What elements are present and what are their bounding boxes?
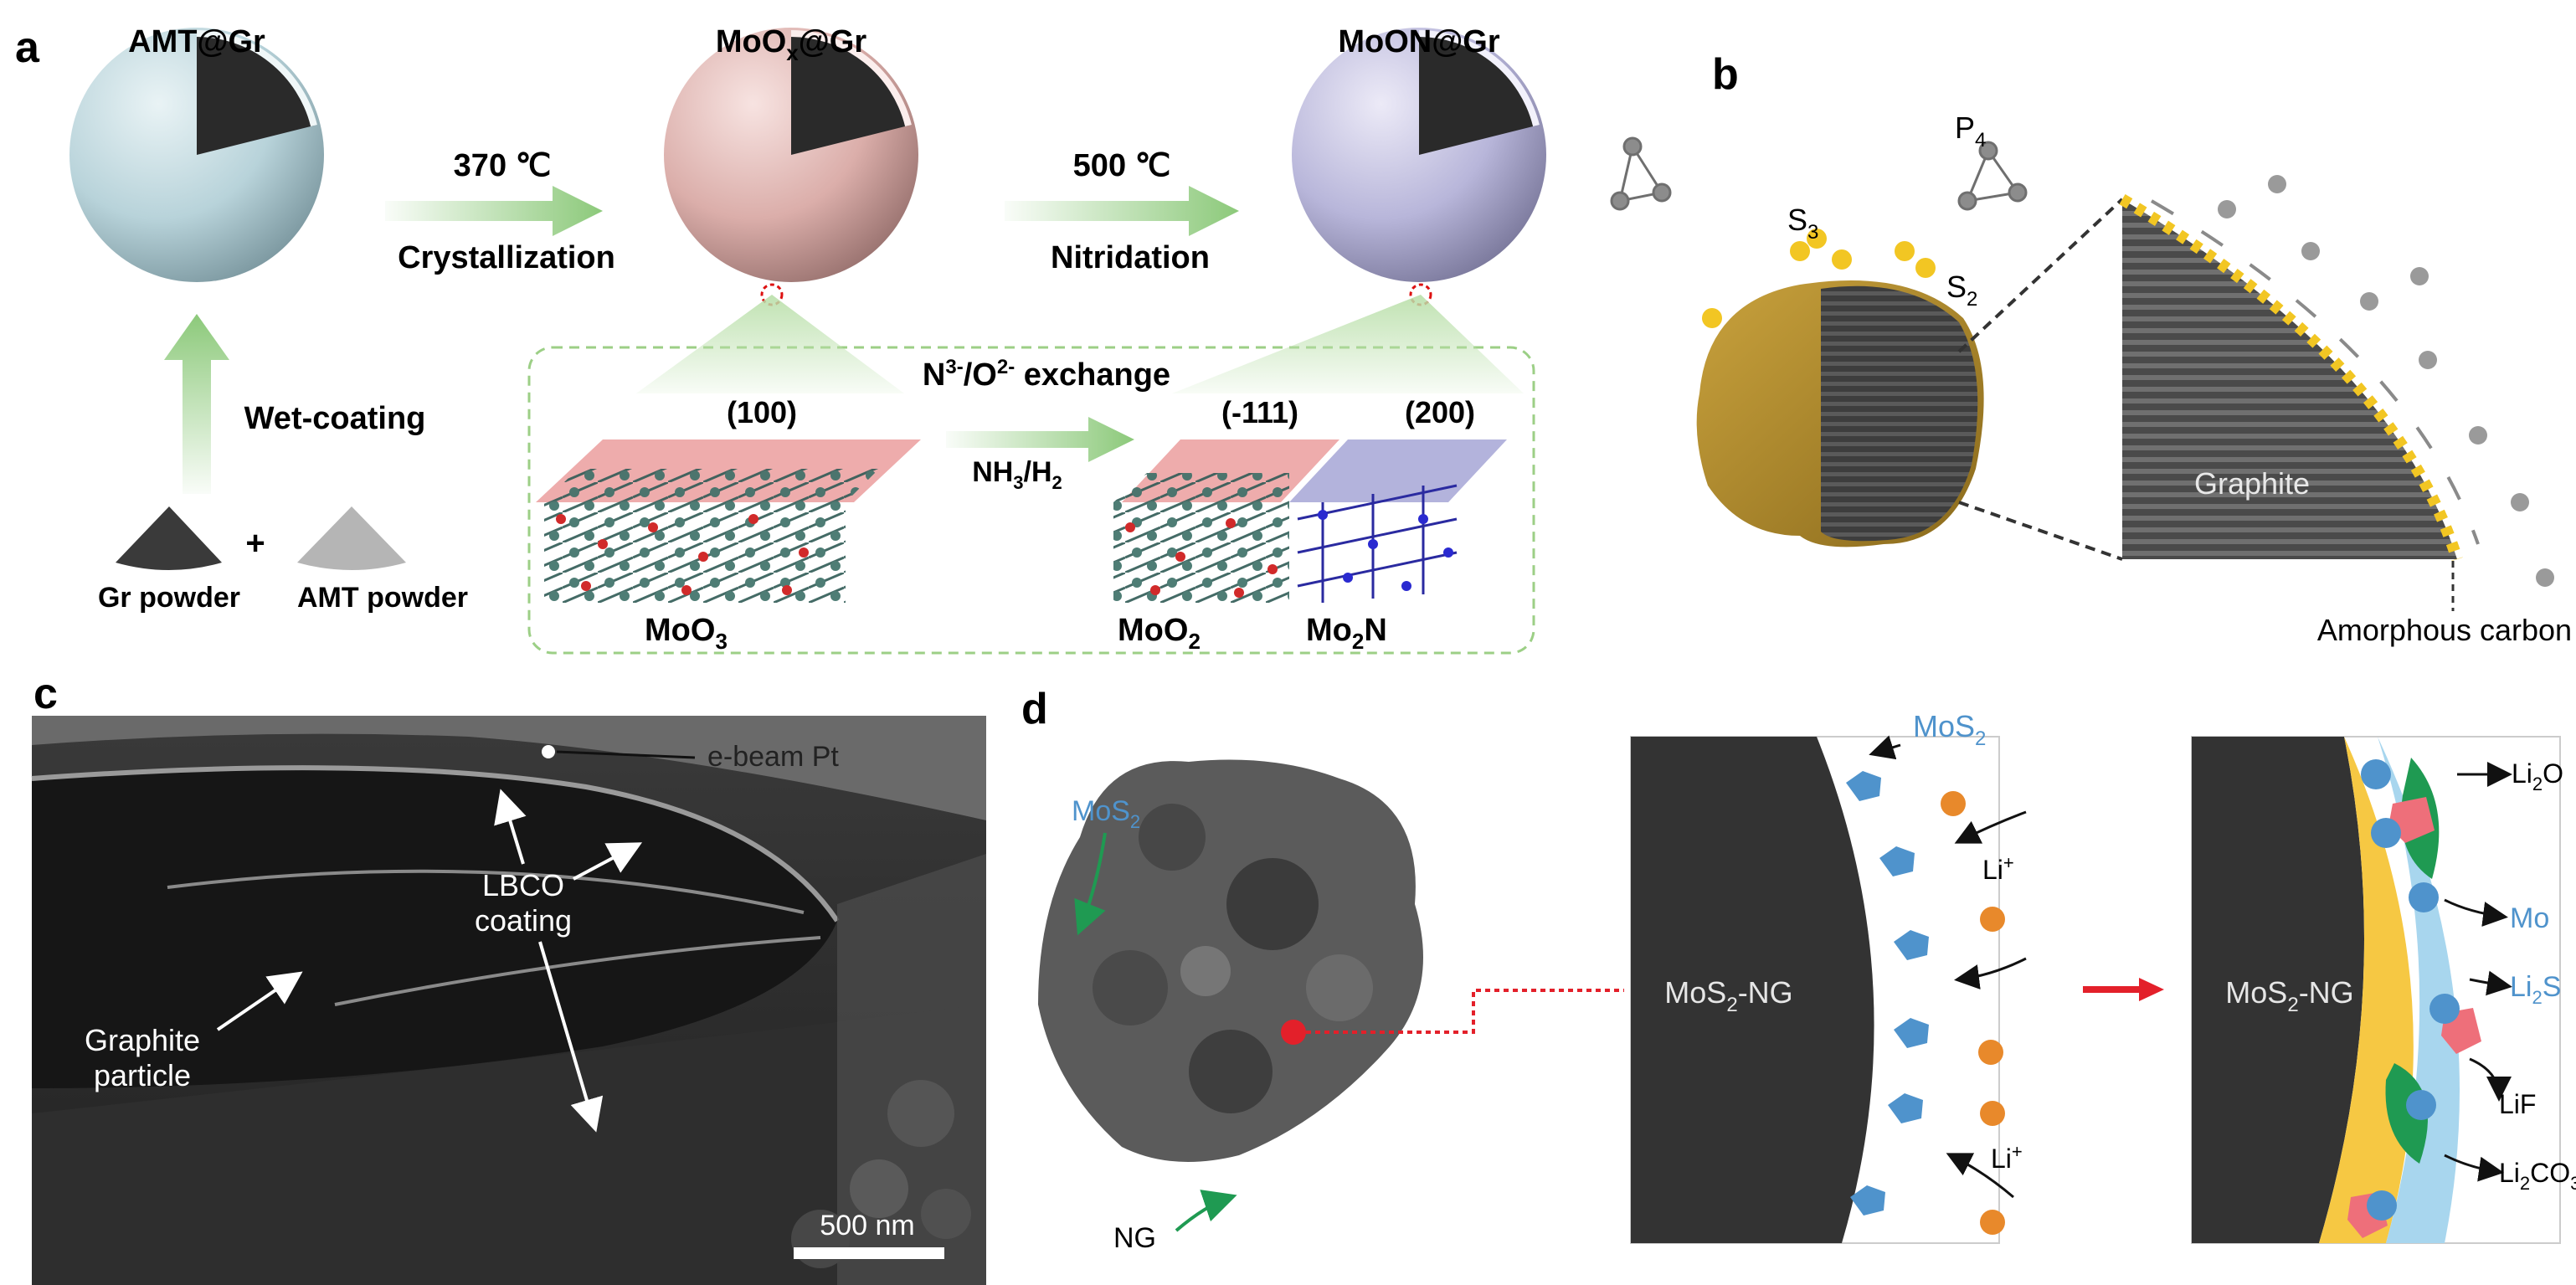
graphite-label: Graphite (2194, 466, 2310, 501)
mos2-left-label: MoS2 (1072, 795, 1140, 832)
moo2-lattice (1113, 439, 1339, 603)
panel-d-letter: d (1021, 685, 1048, 733)
li2o-label: Li2O (2512, 758, 2563, 794)
arrow-crystallization (385, 186, 603, 236)
step1-label: Crystallization (398, 240, 615, 275)
gr-powder-label: Gr powder (98, 582, 240, 614)
panel-a-letter: a (15, 23, 40, 72)
scale-bar-label: 500 nm (820, 1210, 914, 1241)
zoom-beam-2 (1172, 295, 1524, 393)
mos2ng-label-1: MoS2-NG (1664, 975, 1792, 1016)
mo-label: Mo (2510, 902, 2549, 934)
step1-temp: 370 ℃ (454, 148, 552, 183)
panel-c-letter: c (33, 670, 58, 718)
sphere-amt-gr (69, 28, 324, 282)
lif-label: LiF (2499, 1089, 2536, 1119)
moo2-label: MoO2 (1118, 613, 1201, 654)
lbco-arrow-1 (494, 789, 527, 865)
scale-bar (794, 1247, 944, 1259)
ng-pointer (1175, 1190, 1237, 1232)
li-ion-label-1: Li+ (1982, 852, 2014, 885)
stage1-label: AMT@Gr (128, 24, 265, 59)
graphite-wedge (2119, 175, 2554, 587)
p4-label: P4 (1955, 111, 1986, 152)
mos2-pointer (1074, 832, 1107, 936)
mo2n-lattice (1289, 439, 1507, 603)
moo3-label: MoO3 (645, 613, 728, 654)
li2co3-label: Li2CO3 (2499, 1158, 2576, 1194)
li2s-label: Li2S (2510, 971, 2561, 1008)
interface-before (1630, 736, 2027, 1244)
zoom-line-top (1957, 198, 2124, 353)
amt-powder-label: AMT powder (297, 582, 468, 614)
arrow-exchange (946, 417, 1134, 462)
reagent-label: NH3/H2 (972, 456, 1062, 493)
zoom-connector (1306, 989, 1624, 1034)
s2-label: S2 (1946, 270, 1977, 311)
moo3-lattice (536, 439, 921, 603)
arrow-nitridation (1005, 186, 1239, 236)
sphere-moox-gr (664, 28, 918, 306)
amorphous-label: Amorphous carbon (2317, 613, 2572, 647)
ng-label: NG (1113, 1222, 1156, 1254)
stage3-label: MoON@Gr (1338, 24, 1499, 59)
plane-200-label: (200) (1405, 395, 1475, 429)
graphite-arrow (216, 971, 303, 1031)
mo2n-label: Mo2N (1306, 613, 1387, 654)
p4-molecules (1610, 136, 2028, 211)
step2-label: Nitridation (1051, 240, 1210, 275)
lbco-arrow-3 (538, 941, 604, 1133)
wet-coating-label: Wet-coating (244, 401, 426, 436)
gr-powder-pile (116, 506, 222, 570)
stage2-label: MoOx@Gr (716, 24, 867, 65)
zoom-beam-1 (636, 295, 904, 393)
sem-image-c (31, 716, 986, 1285)
mos2-top-pointer (1869, 735, 1901, 760)
plane-m111-label: (-111) (1221, 395, 1298, 429)
amt-powder-pile (297, 506, 406, 570)
ebeam-label: e-beam Pt (707, 741, 839, 773)
panel-b: b P4 S3 S2 Graphite (1610, 50, 2572, 647)
zoom-point (1281, 1020, 1306, 1045)
panel-b-letter: b (1712, 50, 1739, 99)
step2-temp: 500 ℃ (1073, 148, 1171, 183)
mos2-top-label: MoS2 (1913, 709, 1986, 750)
interface-after (2191, 736, 2561, 1244)
lbco-arrow-2 (573, 842, 643, 881)
ebeam-pointer (556, 750, 696, 759)
mos2-ng-particle (1038, 759, 1423, 1162)
li-ion-label-2: Li+ (1991, 1141, 2023, 1174)
panel-a: a AMT@Gr MoOx@Gr MoON@Gr 370 ℃ Crystalli… (15, 23, 1546, 655)
graphite-particle (1696, 280, 1984, 547)
arrow-wet-coating (164, 314, 229, 494)
sphere-moon-gr (1292, 28, 1546, 306)
crystal-detail-box (527, 346, 1535, 655)
panel-c: c e-beam Pt LBCO coating Graphite partic… (31, 670, 986, 1285)
mos2ng-label-2: MoS2-NG (2225, 975, 2353, 1016)
exchange-label: N3-/O2- exchange (923, 356, 1170, 393)
lbco-label-line2: coating (475, 903, 572, 938)
graphite-particle-line1: Graphite (85, 1023, 200, 1057)
s3-label: S3 (1787, 203, 1818, 244)
plus-sign: + (245, 525, 265, 562)
ebeam-pt-dot (542, 745, 555, 758)
plane-100-label: (100) (727, 395, 797, 429)
panel-d: d MoS2 NG (1021, 685, 2576, 1254)
graphite-particle-line2: particle (94, 1058, 191, 1092)
lbco-label-line1: LBCO (482, 868, 564, 902)
zoom-line-bottom (1958, 501, 2123, 561)
transform-arrow-head (2139, 978, 2164, 1001)
